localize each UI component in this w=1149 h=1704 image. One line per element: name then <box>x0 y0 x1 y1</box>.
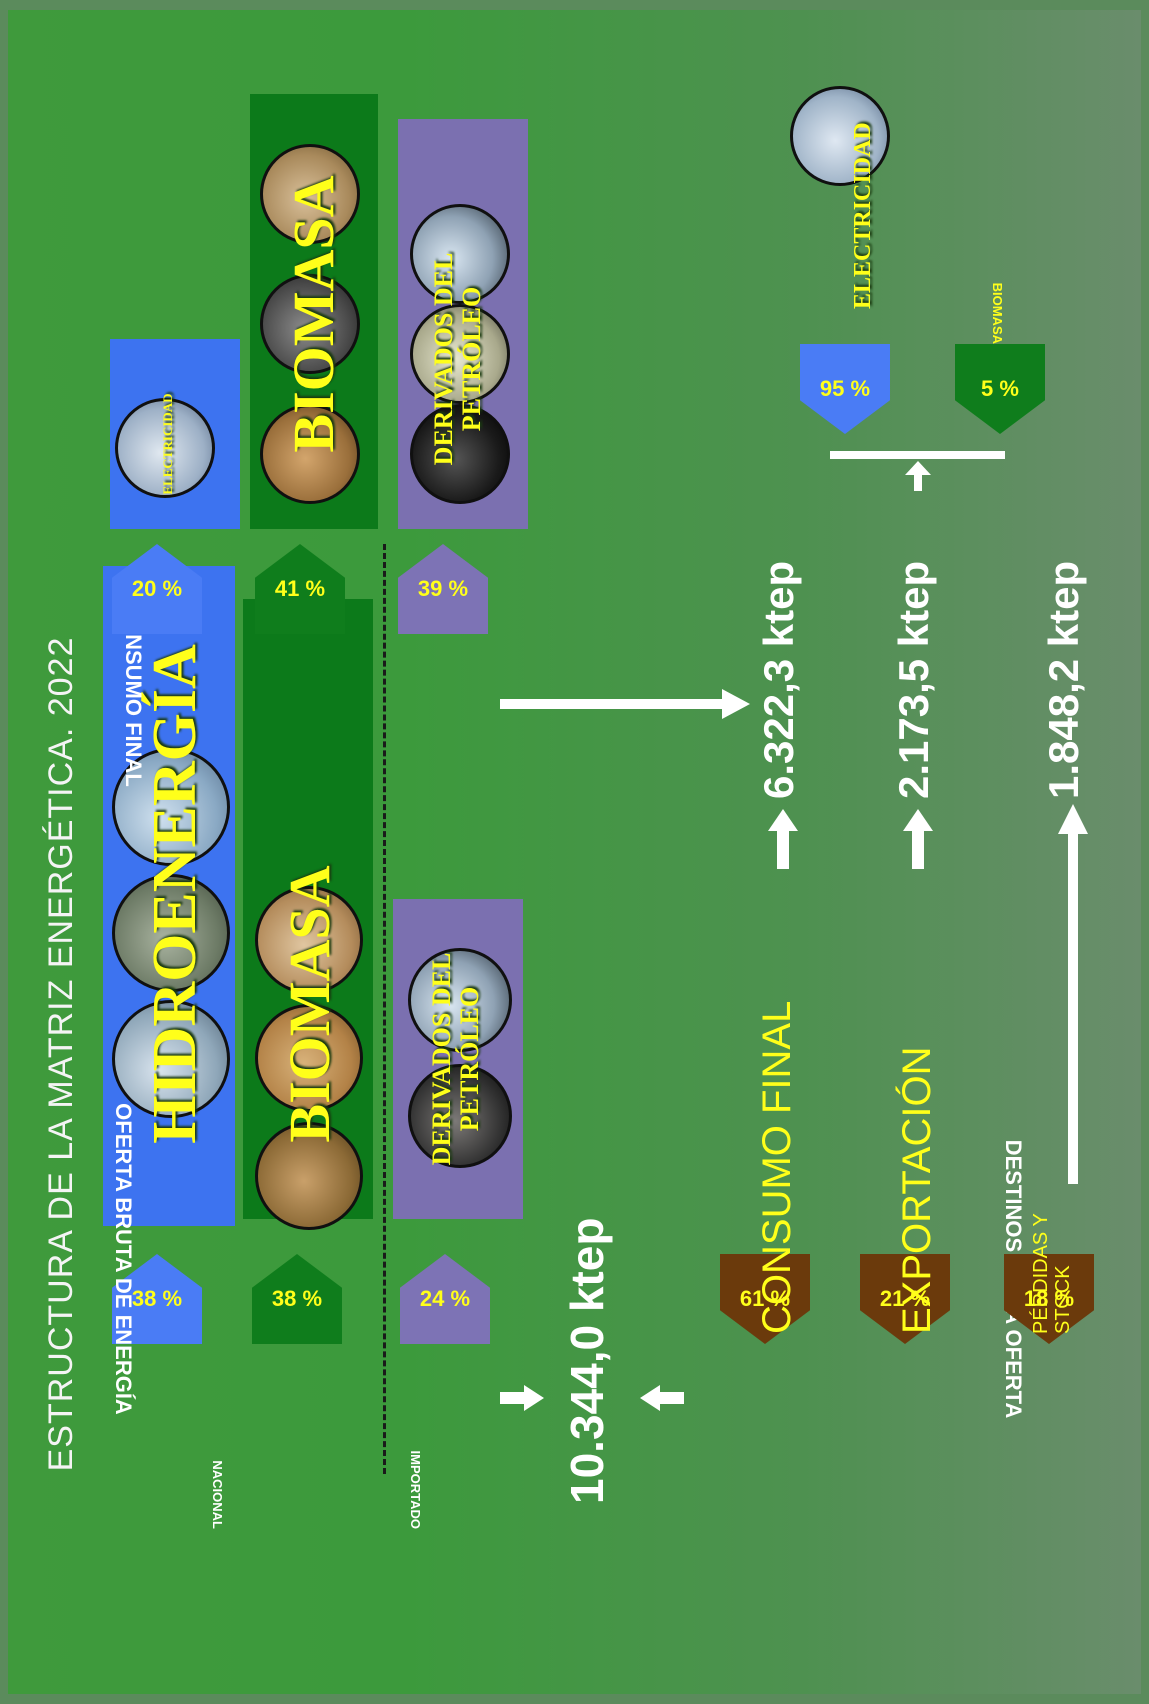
oferta-total: 10.344,0 ktep <box>561 1217 613 1504</box>
nacional-label: NACIONAL <box>210 1460 225 1529</box>
oferta-pct-biomasa: 38 % <box>271 1286 323 1311</box>
band-derivados-oferta-label: DERIVADOS DEL PETRÓLEO <box>427 952 484 1166</box>
valor-perdidas: 1.848,2 ktep <box>1040 560 1087 799</box>
export-chevron-electricidad: 95 % <box>800 329 890 449</box>
arrow-export-split-icon <box>905 461 936 491</box>
consumo-chevron-derivados: 39 % <box>398 529 488 649</box>
arrow-destinos-to-total-icon <box>640 1385 689 1411</box>
export-pct-biomasa: 5 % <box>981 376 1019 402</box>
valor-consumo-final: 6.322,3 ktep <box>755 560 802 799</box>
destino-perdidas: PÉRDIDAS Y STOCK <box>1030 1213 1074 1334</box>
band-biomasa-oferta-label: BIOMASA <box>277 865 342 1143</box>
oferta-chevron-biomasa: 38 % <box>252 1239 342 1359</box>
nacional-importado-divider <box>383 544 386 1474</box>
export-pct-electricidad: 95 % <box>819 376 871 401</box>
band-biomasa-consumo-label: BIOMASA <box>281 175 346 453</box>
consumo-pct-electricidad: 20 % <box>131 576 183 601</box>
band-hidroenergia-label: HIDROENERGÍA <box>141 644 209 1144</box>
export-split-bar <box>830 451 1005 459</box>
destino-consumo-final: CONSUMO FINAL <box>755 1000 799 1334</box>
consumo-pct-biomasa: 41 % <box>274 576 326 601</box>
export-electricidad-label: ELECTRICIDAD <box>850 122 876 309</box>
oferta-chevron-derivados: 24 % <box>400 1239 490 1359</box>
destino-chevron-perdidas: 18 % <box>1004 1239 1094 1359</box>
arrow-oferta-to-total-icon <box>500 1385 549 1411</box>
consumo-pct-derivados: 39 % <box>417 576 469 601</box>
consumo-chevron-biomasa: 41 % <box>255 529 345 649</box>
oferta-chevron-hidro: 38 % <box>112 1239 202 1359</box>
oferta-bruta-label: OFERTA BRUTA DE ENERGÍA <box>111 1103 136 1415</box>
importado-label: IMPORTADO <box>408 1450 423 1529</box>
export-chevron-biomasa: 5 % <box>955 329 1045 449</box>
consumo-chevron-electricidad: 20 % <box>112 529 202 649</box>
destino-chevron-consumo: 61 % <box>720 1239 810 1359</box>
valor-exportacion: 2.173,5 ktep <box>890 560 937 799</box>
band-derivados-consumo-label: DERIVADOS DEL PETRÓLEO <box>429 252 486 466</box>
destino-exportacion: EXPORTACIÓN <box>895 1046 939 1334</box>
band-electricidad-label: ELECTRICIDAD <box>160 393 175 495</box>
arrow-exportacion-value-icon <box>903 809 938 869</box>
arrow-perdidas-value-icon <box>1058 804 1093 1184</box>
arrow-consumo-value-icon <box>768 809 803 869</box>
export-biomasa-label: BIOMASA <box>990 282 1005 344</box>
oferta-pct-derivados: 24 % <box>419 1286 471 1311</box>
oferta-pct-hidro: 38 % <box>131 1286 183 1311</box>
destino-chevron-exportacion: 21 % <box>860 1239 950 1359</box>
page-title: ESTRUCTURA DE LA MATRIZ ENERGÉTICA. 2022 <box>42 636 80 1472</box>
arrow-consumo-final-icon <box>500 689 755 719</box>
